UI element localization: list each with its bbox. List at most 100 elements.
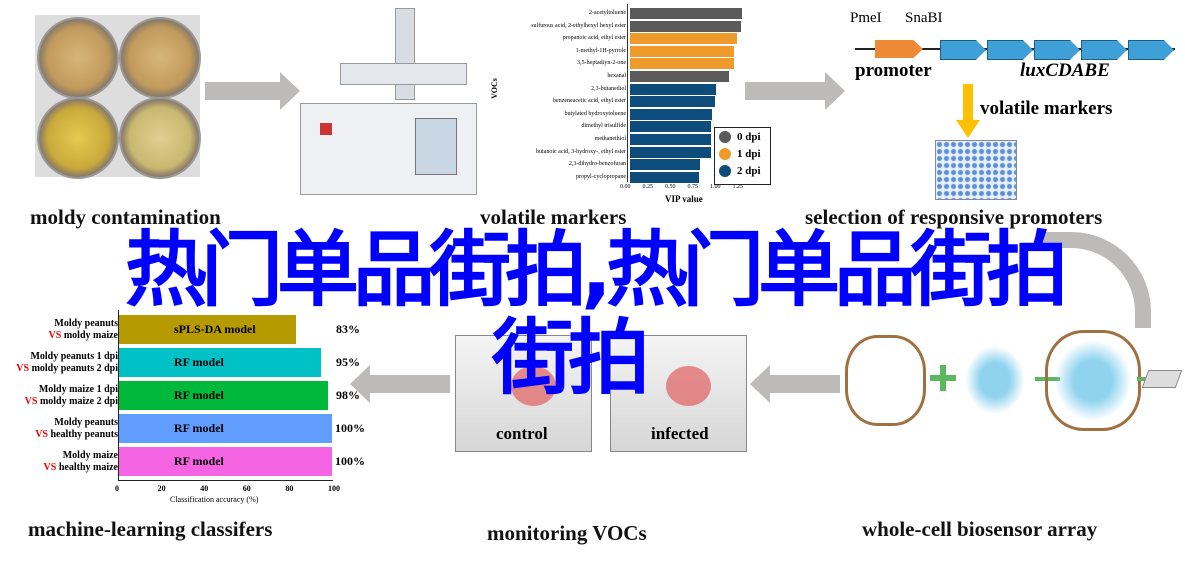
voc-row: methanethiol [490,134,780,145]
accuracy-value: 83% [336,322,360,336]
vs-label: VS [48,330,62,341]
voc-bar [630,33,738,45]
accuracy-bar: sPLS-DA model [119,315,296,344]
biosensor-illustration [845,325,1183,435]
x-tick-label: 20 [157,484,166,493]
vs-label: VS [35,429,48,440]
row-label-line2: VS moldy peanuts 2 dpi [0,363,118,375]
voc-bar [630,134,711,145]
accuracy-bar: RF model [119,348,322,377]
voc-row: dimethyl trisulfide [490,121,780,133]
accuracy-bar: RF model [119,414,332,443]
petri-dish [37,17,119,99]
voc-bar [630,159,701,171]
overlay-headline-line2: 街拍 [492,311,650,406]
row-label-line2: VS healthy peanuts [0,429,118,441]
voc-name: benzeneacetic acid, ethyl ester [553,98,626,105]
voc-bar [630,121,711,133]
legend-item: 1 dpi [719,148,761,160]
gene-construct: PmeI SnaBI promoter luxCDABE volatile ma… [850,8,1180,200]
accuracy-bar: RF model [119,447,332,476]
row-label-line2: VS healthy maize [0,462,118,474]
lux-gene-arrow [1128,40,1174,60]
voc-row: 2,3-dihydro-benzofuran [490,159,780,171]
vs-label: VS [16,363,30,374]
well-plate-icon [935,140,1017,200]
accuracy-value: 100% [335,454,365,468]
legend-swatch-icon [719,131,731,143]
moldy-contamination-label: moldy contamination [30,205,221,229]
voc-name: 2-acetyltoluene [589,10,626,16]
promoter-label: promoter [855,60,932,81]
legend-item: 0 dpi [719,131,761,143]
accuracy-value: 100% [335,421,365,435]
voc-name: butanoic acid, 3-hydroxy-, ethyl ester [536,148,626,155]
voc-row: propanoic acid, ethyl ester [490,33,780,45]
row-label-compare: moldy peanuts 2 dpi [31,363,118,374]
voc-name: dimethyl trisulfide [581,123,627,130]
voc-bar [630,146,711,158]
lux-gene-arrow [1034,40,1080,60]
x-tick-label: 0.50 [665,184,676,190]
plus-icon [930,365,956,391]
infected-label: infected [651,424,709,443]
voc-bar [630,8,742,19]
voc-name: propyl-cyclopropane [576,173,626,180]
snabi-site-label: SnaBI [905,10,943,26]
overlay-headline: 热门单品街拍,热门单品街拍 [125,223,1068,318]
legend-item: 2 dpi [719,165,761,177]
x-tick-label: 40 [200,484,209,493]
voc-row: butylated hydroxytoluene [490,108,780,120]
pmei-site-label: PmeI [850,10,882,26]
voc-row: 3,5-heptadiyn-2-one [490,58,780,70]
vs-label: VS [24,396,38,407]
infected-chamber: infected [610,335,747,452]
legend-label: 0 dpi [737,131,761,143]
row-label-line1: Moldy peanuts [54,417,118,428]
row-label-line1: Moldy peanuts 1 dpi [30,351,118,362]
voc-row: hexanal [490,71,780,82]
legend-swatch-icon [719,148,731,160]
x-tick-label: 1.00 [710,184,721,190]
x-tick-label: 60 [242,484,251,493]
row-label-compare: moldy maize [63,330,118,341]
ml-classifiers-label: machine-learning classifers [28,517,273,541]
legend-label: 2 dpi [737,165,761,177]
row-label-line2: VS moldy maize 2 dpi [0,396,118,408]
petri-dish [119,17,201,99]
lux-gene-arrow [1081,40,1127,60]
x-tick-label: 100 [328,484,340,493]
arrow-right-icon [205,72,300,110]
x-tick-label: 80 [285,484,294,493]
x-axis-label: Classification accuracy (%) [170,495,259,504]
row-label-compare: healthy peanuts [50,429,118,440]
voc-row: 1-methyl-1H-pyrrole [490,45,780,57]
voc-name: 3,5-heptadiyn-2-one [577,60,626,67]
voc-row: sulfurous acid, 2-ethylhexyl hexyl ester [490,20,780,32]
selection-label: selection of responsive promoters [805,205,1103,229]
monitoring-vocs-label: monitoring VOCs [487,521,647,545]
x-tick-label: 0.00 [620,184,631,190]
voc-row: propyl-cyclopropane [490,171,780,183]
luxcdabe-label: luxCDABE [1020,60,1110,81]
lux-gene-arrow [987,40,1033,60]
volatile-markers-heading: volatile markers [480,205,627,229]
control-label: control [496,424,548,443]
promoter-arrow [875,40,923,58]
biosensor-array-label: whole-cell biosensor array [862,517,1098,541]
voc-row: butanoic acid, 3-hydroxy-, ethyl ester [490,146,780,158]
voc-name: butylated hydroxytoluene [564,110,627,117]
arrow-down-icon [956,120,980,138]
voc-name: 2,3-butanediol [591,85,626,92]
voc-name: 1-methyl-1H-pyrrole [575,47,626,54]
voc-row: 2,3-butanediol [490,83,780,95]
row-label-line2: VS moldy maize [0,330,118,342]
row-label-line1: Moldy maize 1 dpi [38,384,118,395]
arrow-left-icon [750,365,840,403]
gc-ms-instrument-image [300,8,477,195]
voc-bar [630,108,712,120]
legend: 0 dpi 1 dpi 2 dpi [714,127,771,185]
voc-row: 2-acetyltoluene [490,8,780,19]
